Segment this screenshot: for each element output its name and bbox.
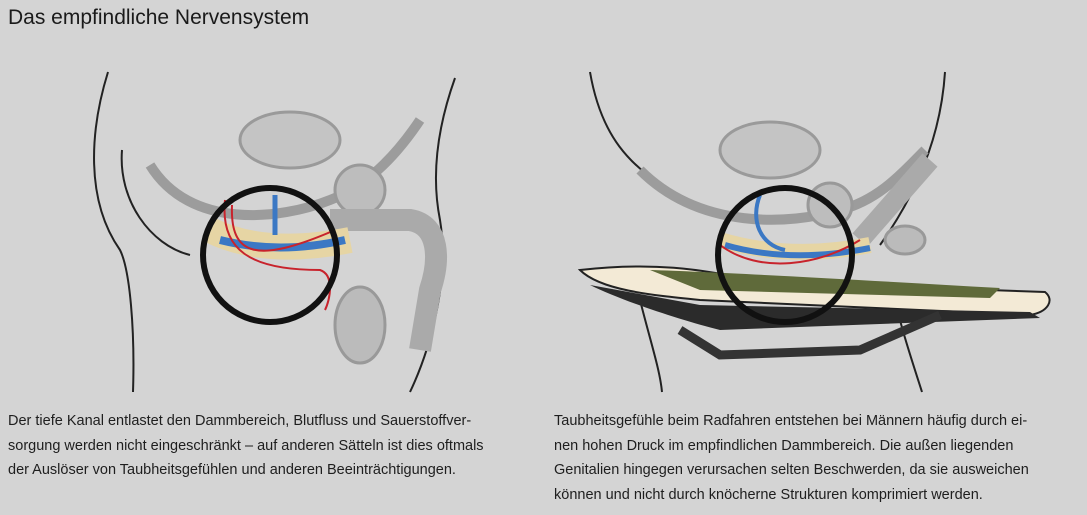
anatomy-illustration-left xyxy=(93,71,456,393)
page-title: Das empfindliche Nervensystem xyxy=(8,6,310,29)
caption-line: nen hohen Druck im empfindlichen Dammber… xyxy=(554,437,1014,454)
caption-line: können und nicht durch knöcherne Struktu… xyxy=(554,486,983,503)
caption-line: der Auslöser von Taubheitsgefühlen und a… xyxy=(8,462,456,478)
caption-line: sorgung werden nicht eingeschränkt – auf… xyxy=(8,437,484,454)
anatomy-saddle-illustration-right xyxy=(577,71,1051,393)
left-caption: Der tiefe Kanal entlastet den Dammbereic… xyxy=(8,409,484,483)
caption-line: Genitalien hingegen verursachen selten B… xyxy=(554,462,1029,478)
caption-line: Taubheitsgefühle beim Radfahren entstehe… xyxy=(554,413,1028,429)
right-caption: Taubheitsgefühle beim Radfahren entstehe… xyxy=(554,409,1029,507)
caption-line: Der tiefe Kanal entlastet den Dammbereic… xyxy=(8,413,472,429)
